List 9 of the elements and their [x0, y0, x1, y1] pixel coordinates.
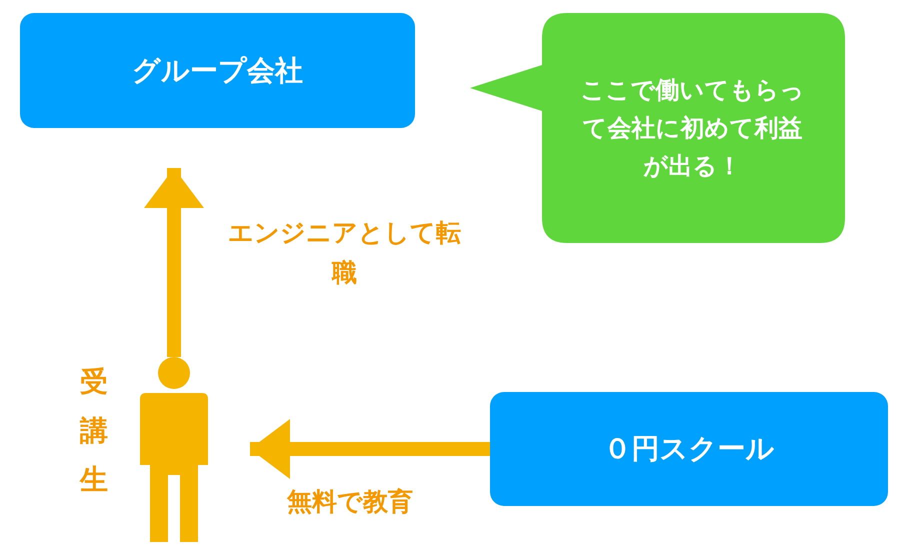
bubble-text: ここで働いてもらって会社に初めて利益が出る！ [580, 75, 806, 182]
arrow [250, 419, 490, 479]
process-box: ０円スクール [490, 392, 888, 506]
speech-bubble [470, 13, 845, 243]
edge-label: 無料で教育 [286, 486, 414, 518]
arrow [144, 168, 204, 357]
edge-label: エンジニアとして転職 [227, 217, 462, 289]
process-box: グループ会社 [20, 13, 415, 128]
vertical-label: 受講生 [80, 364, 108, 498]
